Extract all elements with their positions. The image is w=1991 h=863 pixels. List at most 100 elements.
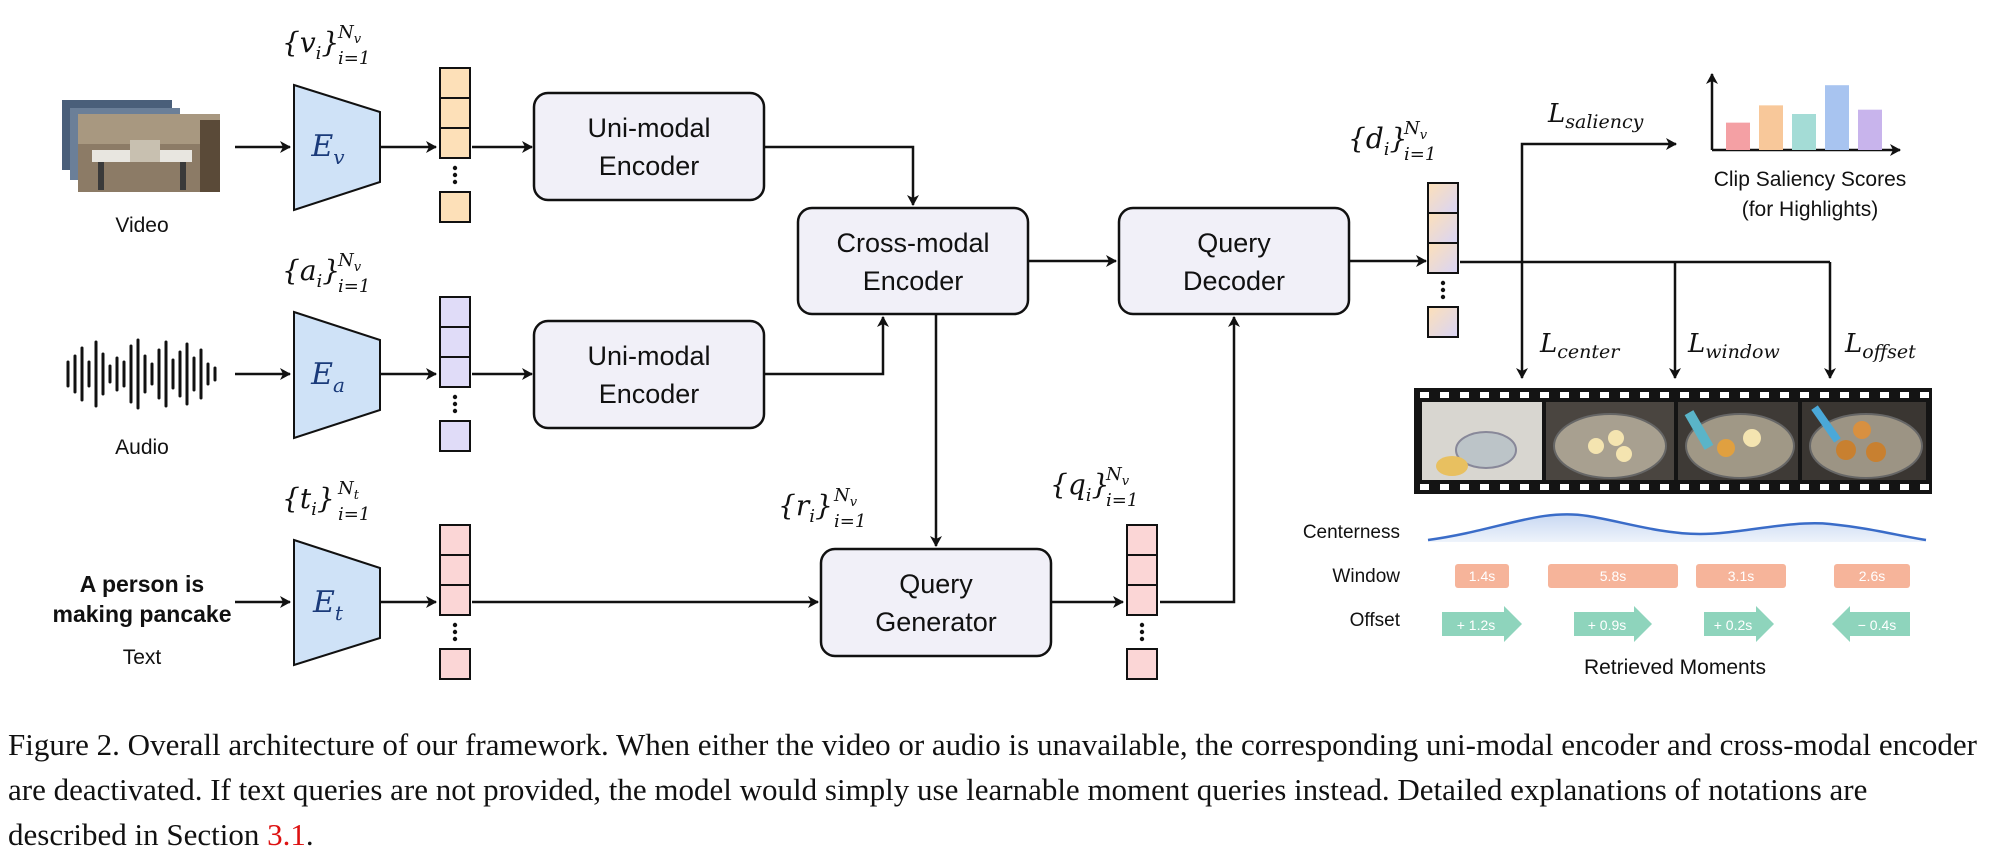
svg-text:Decoder: Decoder bbox=[1183, 266, 1285, 296]
decoded-token-stack bbox=[1427, 182, 1459, 338]
token-cell bbox=[439, 356, 471, 388]
saliency-bar bbox=[1858, 109, 1882, 150]
film-hole bbox=[1820, 392, 1829, 398]
film-hole bbox=[1480, 484, 1489, 490]
offset-chip-arrow bbox=[1704, 606, 1774, 642]
saliency-loss-label: Lsaliency bbox=[1547, 99, 1644, 133]
video-encoder: Ev bbox=[293, 83, 381, 212]
frame-4 bbox=[1802, 402, 1926, 480]
window-loss-text: Lwindow bbox=[1687, 329, 1780, 363]
film-hole bbox=[1800, 392, 1809, 398]
centerness-label: Centerness bbox=[1303, 522, 1400, 543]
film-hole bbox=[1600, 484, 1609, 490]
offset-label: Offset bbox=[1350, 610, 1401, 631]
saliency-title-2: (for Highlights) bbox=[1742, 198, 1879, 221]
film-hole bbox=[1600, 392, 1609, 398]
section-ref-link[interactable]: 3.1 bbox=[267, 817, 306, 852]
d-feature-text: {di} bbox=[1348, 122, 1407, 160]
film-hole bbox=[1420, 392, 1429, 398]
offset-chip-arrow bbox=[1832, 606, 1910, 642]
ellipsis-dot bbox=[452, 629, 458, 635]
film-hole bbox=[1640, 392, 1649, 398]
film-hole bbox=[1820, 484, 1829, 490]
ellipsis-dot bbox=[1139, 622, 1145, 628]
film-hole bbox=[1700, 484, 1709, 490]
svg-text:Uni-modal: Uni-modal bbox=[587, 341, 710, 371]
svg-text:Query: Query bbox=[1197, 228, 1271, 258]
saliency-bar bbox=[1825, 85, 1849, 150]
token-cell bbox=[439, 296, 471, 328]
text-query-line2: making pancake bbox=[53, 601, 232, 627]
token-cell bbox=[1427, 182, 1459, 214]
q-feature-text: {qi} bbox=[1050, 468, 1109, 506]
crossmodal-encoder: Cross-modal Encoder bbox=[796, 206, 1030, 316]
film-hole bbox=[1840, 392, 1849, 398]
window-chip-label: 1.4s bbox=[1469, 568, 1495, 584]
saliency-title-1: Clip Saliency Scores bbox=[1714, 168, 1907, 191]
film-hole bbox=[1660, 484, 1669, 490]
token-cell-last bbox=[439, 420, 471, 452]
token-cell bbox=[439, 554, 471, 586]
r-feature-lower: i=1 bbox=[834, 511, 866, 532]
audio-feature-label: {ai}Nvi=1 bbox=[282, 250, 370, 297]
film-strip bbox=[1414, 388, 1932, 494]
window-chip-label: 5.8s bbox=[1600, 568, 1626, 584]
film-hole bbox=[1560, 484, 1569, 490]
film-hole bbox=[1780, 484, 1789, 490]
saliency-bar bbox=[1759, 105, 1783, 150]
offset-chip-label: − 0.4s bbox=[1858, 617, 1897, 633]
ellipsis-dot bbox=[1440, 287, 1446, 293]
film-hole bbox=[1520, 484, 1529, 490]
q-feature-label: {qi}Nvi=1 bbox=[1050, 464, 1138, 511]
token-cell bbox=[439, 67, 471, 99]
ellipsis-dot bbox=[1440, 294, 1446, 300]
text-token-stack bbox=[439, 524, 471, 680]
svg-text:Encoder: Encoder bbox=[599, 379, 700, 409]
text-feature-label: {ti}Nti=1 bbox=[282, 478, 370, 525]
film-hole bbox=[1720, 484, 1729, 490]
token-cell-last bbox=[1427, 306, 1459, 338]
film-hole bbox=[1500, 392, 1509, 398]
text-feature-sup: Nt bbox=[337, 478, 360, 503]
window-chip bbox=[1455, 564, 1509, 588]
d-feature-sup: Nv bbox=[1403, 118, 1428, 143]
window-chip-label: 3.1s bbox=[1728, 568, 1754, 584]
ellipsis-dot bbox=[452, 172, 458, 178]
ellipsis-dot bbox=[452, 408, 458, 414]
film-hole bbox=[1440, 484, 1449, 490]
film-hole bbox=[1780, 392, 1789, 398]
caption-text: Figure 2. Overall architecture of our fr… bbox=[8, 727, 1977, 852]
saliency-loss-text: Lsaliency bbox=[1547, 99, 1644, 133]
video-thumbnail bbox=[62, 100, 220, 192]
text-query-line1: A person is bbox=[80, 571, 204, 597]
film-hole bbox=[1440, 392, 1449, 398]
offset-chip-arrow bbox=[1574, 606, 1652, 642]
offset-chip-label: + 1.2s bbox=[1457, 617, 1496, 633]
offset-loss-text: Loffset bbox=[1844, 329, 1916, 363]
window-chip-label: 2.6s bbox=[1859, 568, 1885, 584]
video-token-stack bbox=[439, 67, 471, 223]
token-cell bbox=[1126, 554, 1158, 586]
video-label: Video bbox=[115, 214, 168, 237]
film-hole bbox=[1580, 484, 1589, 490]
film-hole bbox=[1800, 484, 1809, 490]
film-hole bbox=[1480, 392, 1489, 398]
window-chip bbox=[1548, 564, 1678, 588]
ellipsis-dot bbox=[452, 179, 458, 185]
video-feature-lower: i=1 bbox=[338, 48, 370, 69]
token-cell bbox=[1427, 212, 1459, 244]
svg-text:Query: Query bbox=[899, 569, 973, 599]
token-cell bbox=[439, 127, 471, 159]
offset-chip-label: + 0.9s bbox=[1588, 617, 1627, 633]
audio-waveform bbox=[66, 338, 217, 410]
r-feature-label: {ri}Nvi=1 bbox=[778, 485, 866, 532]
film-hole bbox=[1900, 484, 1909, 490]
film-hole bbox=[1660, 392, 1669, 398]
figure-caption: Figure 2. Overall architecture of our fr… bbox=[8, 722, 1983, 857]
query-token-stack bbox=[1126, 524, 1158, 680]
film-hole bbox=[1860, 484, 1869, 490]
d-feature-lower: i=1 bbox=[1404, 144, 1436, 165]
query-decoder: Query Decoder bbox=[1117, 206, 1351, 316]
frame-3 bbox=[1678, 402, 1798, 480]
token-cell bbox=[439, 584, 471, 616]
